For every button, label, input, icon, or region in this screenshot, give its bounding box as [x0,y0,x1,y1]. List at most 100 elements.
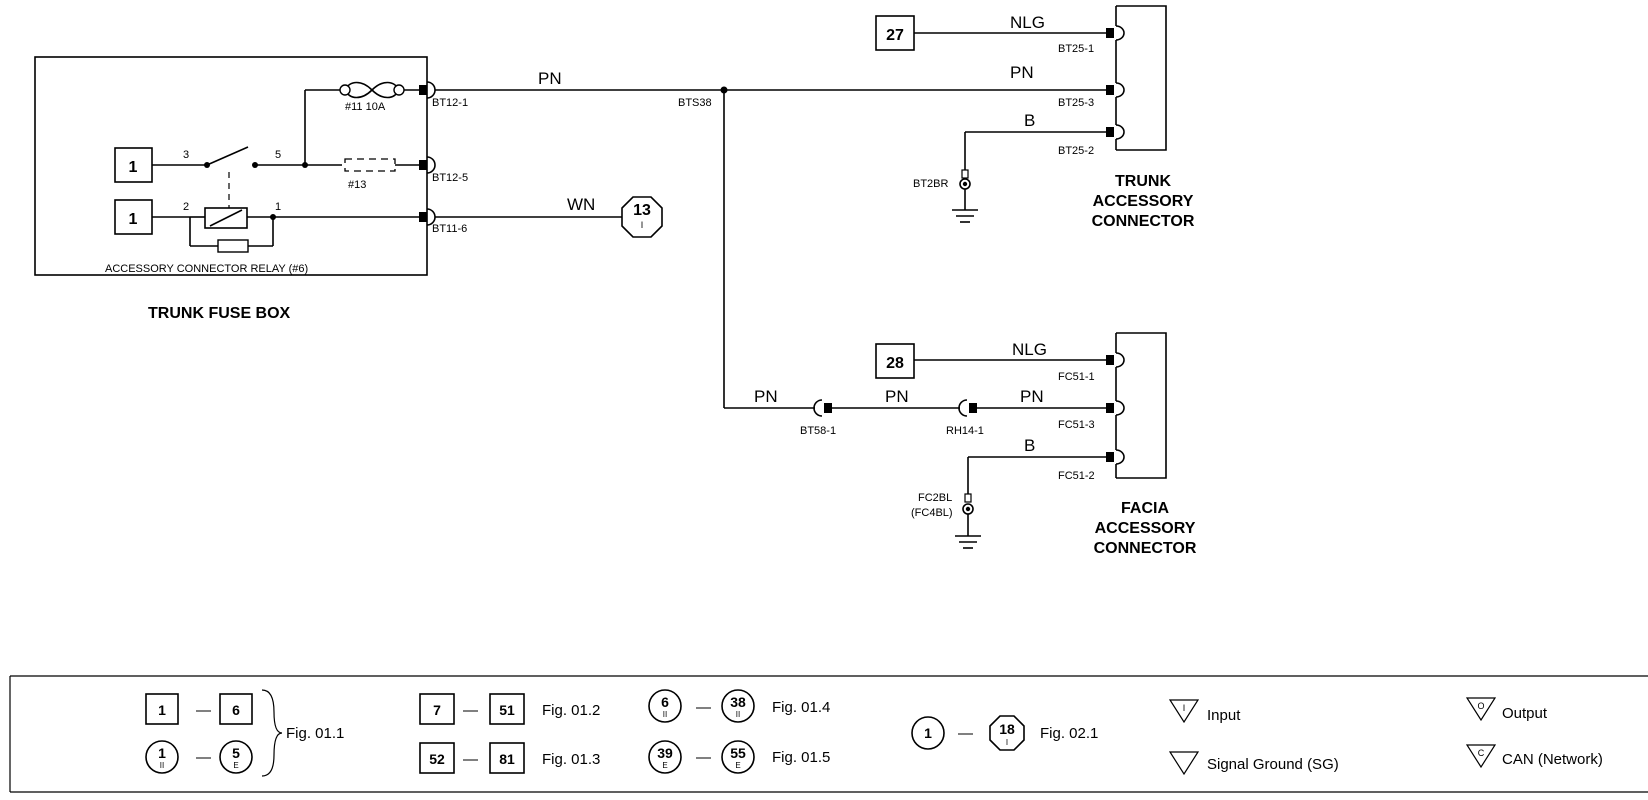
terminal-box-upper-label: 1 [129,159,138,176]
fuse-13-label: #13 [348,179,366,191]
pin-fc51-2-label: FC51-2 [1058,470,1095,482]
signal-ground-triangle-icon [1168,751,1200,776]
legend-fig-01-4: Fig. 01.4 [772,699,830,716]
input-triangle-sym: I [1183,703,1186,713]
legend-circle-55-e [721,740,755,774]
trunk-fuse-box-title: TRUNK FUSE BOX [148,305,291,322]
wire-pn-trunk: PN [1010,63,1034,82]
legend-fig-01-5: Fig. 01.5 [772,749,830,766]
pin-fc51-1-label: FC51-1 [1058,371,1095,383]
legend-dash-1: — [196,702,211,719]
splice-bts38-label: BTS38 [678,97,712,109]
pin-fc51-3-label: FC51-3 [1058,419,1095,431]
legend-circle-38-label: 38 [730,694,746,710]
terminal-box-upper [114,147,153,183]
legend-dash-5: — [696,699,711,716]
legend-octagon-18 [989,715,1025,751]
wire-pn-facia: PN [1020,387,1044,406]
wire-wn: WN [567,195,595,214]
legend-circle-6-sub: II [663,710,667,719]
trunk-fuse-box-outline [34,56,428,276]
wire-pn-branch-2: PN [885,387,909,406]
pin-bt25-3 [1106,85,1114,95]
legend-dash-7: — [958,725,973,742]
trunk-connector-line3: CONNECTOR [1092,213,1195,230]
legend-circle-1b-label: 1 [924,725,932,741]
legend-circle-5-label: 5 [232,745,240,761]
ref-27-box [875,15,915,51]
ground-bt2br-label: BT2BR [913,178,949,190]
wire-pn-branch-1: PN [754,387,778,406]
legend-circle-55-label: 55 [730,745,746,761]
can-triangle-icon [1465,744,1497,769]
input-triangle-icon [1168,699,1200,724]
legend-box-6-label: 6 [232,702,240,718]
ground-fc4bl-label: (FC4BL) [911,507,953,519]
facia-connector-line2: ACCESSORY [1095,520,1196,537]
pin-1-label: 1 [275,201,281,213]
legend-box-6 [219,693,253,725]
legend-fig-01-2: Fig. 01.2 [542,702,600,719]
legend-box-81-label: 81 [499,751,515,767]
legend-dash-4: — [463,751,478,768]
legend-circle-39-e [648,740,682,774]
output-triangle-sym: O [1477,701,1484,711]
ref-13-sub: I [641,220,644,230]
facia-connector-line3: CONNECTOR [1094,540,1197,557]
terminal-box-lower-label: 1 [129,211,138,228]
pin-bt25-1-label: BT25-1 [1058,43,1094,55]
legend-circle-38-ii [721,689,755,723]
facia-connector-outline [1116,332,1167,479]
legend-box-1 [145,693,179,725]
wire-pn-main: PN [538,69,562,88]
legend-circle-38-sub: II [736,710,740,719]
pin-fc51-3 [1106,403,1114,413]
pin-bt58-1-label: BT58-1 [800,425,836,437]
legend-box-52 [419,742,455,774]
legend-circle-5-e [219,740,253,774]
legend-fig-01-3: Fig. 01.3 [542,751,600,768]
fuse-11-label: #11 10A [345,101,386,113]
pin-fc51-1 [1106,355,1114,365]
pin-5-label: 5 [275,149,281,161]
legend-circle-6-ii [648,689,682,723]
legend-output-label: Output [1502,705,1548,722]
pin-bt11-6-label: BT11-6 [432,223,467,235]
pin-bt25-1 [1106,28,1114,38]
legend-fig-01-1: Fig. 01.1 [286,725,344,742]
legend-dash-3: — [463,702,478,719]
pin-3-label: 3 [183,149,189,161]
can-triangle-sym: C [1478,748,1485,758]
pin-bt11-6 [419,212,427,222]
pin-fc51-2 [1106,452,1114,462]
legend-can-label: CAN (Network) [1502,751,1603,768]
legend-sg-label: Signal Ground (SG) [1207,756,1339,773]
pin-bt25-3-label: BT25-3 [1058,97,1094,109]
relay-label: ACCESSORY CONNECTOR RELAY (#6) [105,263,308,275]
legend-circle-5-sub: E [233,761,238,770]
pin-2-label: 2 [183,201,189,213]
legend-box-1-label: 1 [158,702,166,718]
pin-bt12-5 [419,160,427,170]
legend-box-52-label: 52 [429,751,445,767]
legend-dash-6: — [696,749,711,766]
wire-b-trunk: B [1024,111,1035,130]
legend-circle-1-sub: II [160,761,164,770]
output-triangle-icon [1465,697,1497,722]
ground-fc2bl-label: FC2BL [918,492,952,504]
legend-input-label: Input [1207,707,1241,724]
legend-circle-1-ii [145,740,179,774]
legend-dash-2: — [196,749,211,766]
pin-bt12-5-label: BT12-5 [432,172,468,184]
legend-octagon-18-sub: I [1006,738,1008,747]
trunk-connector-outline [1116,5,1167,151]
ref-13-label: 13 [633,202,651,219]
pin-bt58-1 [824,403,832,413]
pin-bt25-2 [1106,127,1114,137]
facia-connector-line1: FACIA [1121,500,1169,517]
legend-octagon-18-label: 18 [999,721,1015,737]
pin-rh14-1 [969,403,977,413]
ref-28-label: 28 [886,355,904,372]
legend-circle-6-label: 6 [661,694,669,710]
